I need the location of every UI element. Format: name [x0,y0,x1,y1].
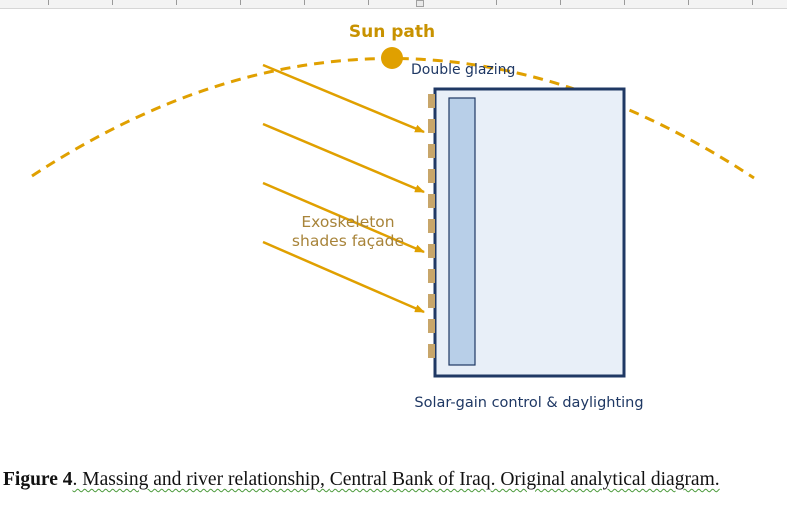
exoskeleton-label-line2: shades façade [292,232,404,250]
indent-marker[interactable] [416,0,424,7]
sun-ray-4 [262,240,425,314]
caption-text-b: Central Bank of Iraq [329,469,491,490]
caption-text-c: . Original analytical diagram. [490,469,720,490]
exoskeleton-label-line1: Exoskeleton [301,213,394,231]
exoskeleton-fins [428,94,435,358]
double-glazing-label: Double glazing [411,62,515,78]
sun-path-label: Sun path [349,22,435,42]
double-glazing-layer [448,97,476,366]
sun-ray-3 [262,181,425,254]
ruler-strip [0,0,787,9]
figure-label: Figure 4 [3,469,73,490]
figure-caption: Figure 4. Massing and river relationship… [3,469,787,491]
solar-gain-label: Solar-gain control & daylighting [414,395,643,411]
sun-path-arc [31,57,755,180]
caption-text-a: . Massing and river relationship, [72,469,330,490]
sun-icon [381,47,403,69]
sun-ray-2 [262,122,425,194]
sun-path-diagram: Sun path Double glazing Exoskeleton shad… [31,22,755,411]
sun-ray-1 [262,63,425,134]
